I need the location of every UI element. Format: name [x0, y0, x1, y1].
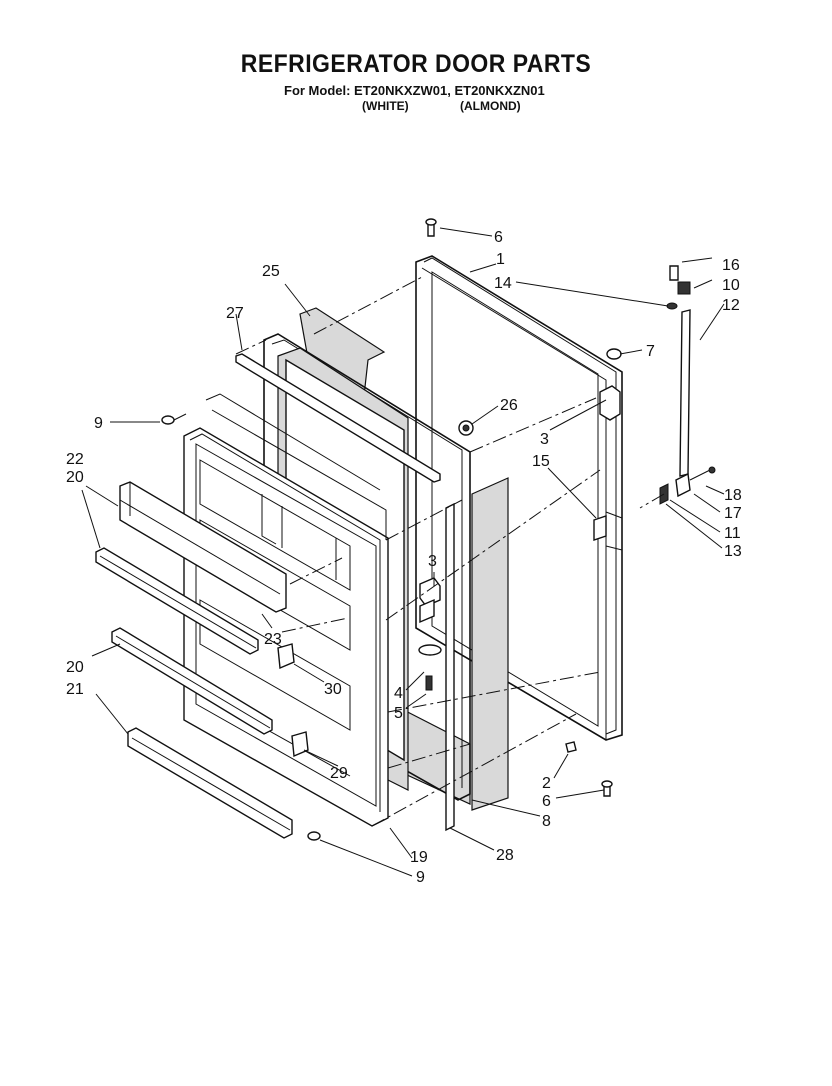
- callout-9-top: 9: [94, 415, 103, 432]
- callout-2: 2: [542, 775, 551, 792]
- callout-19: 19: [410, 849, 428, 866]
- callout-9-bottom: 9: [416, 869, 425, 886]
- trim-strip: [445, 502, 455, 832]
- callout-5: 5: [394, 705, 403, 722]
- callout-29: 29: [330, 765, 348, 782]
- callout-12: 12: [722, 297, 740, 314]
- callout-10: 10: [722, 277, 740, 294]
- callout-22: 22: [66, 451, 84, 468]
- callout-26: 26: [500, 397, 518, 414]
- callout-17: 17: [724, 505, 742, 522]
- callout-18: 18: [724, 487, 742, 504]
- callout-23: 23: [264, 631, 282, 648]
- callout-1: 1: [496, 251, 505, 268]
- callout-14: 14: [494, 275, 512, 292]
- callout-13: 13: [724, 543, 742, 560]
- outer-door-panel: [415, 255, 623, 741]
- callout-30: 30: [324, 681, 342, 698]
- door-liner: [183, 393, 389, 827]
- callout-11: 11: [724, 525, 741, 542]
- assembly-lines: [235, 275, 665, 827]
- callout-6-bottom: 6: [542, 793, 551, 810]
- callout-16: 16: [722, 257, 740, 274]
- callout-28: 28: [496, 847, 514, 864]
- variant-almond-label: (ALMOND): [460, 99, 521, 113]
- header: REFRIGERATOR DOOR PARTS For Model: ET20N…: [0, 0, 832, 130]
- callout-6-top: 6: [494, 229, 503, 246]
- callout-27: 27: [226, 305, 244, 322]
- screws: [161, 218, 613, 841]
- callout-labels: 6 1 14 25 27 9 26 16 10 12 7 3 15 18 17 …: [66, 229, 742, 886]
- callout-4: 4: [394, 685, 403, 702]
- breaker-strip: [235, 353, 441, 483]
- lower-hinge-parts: [418, 577, 442, 691]
- leader-lines: [81, 227, 725, 877]
- model-line: For Model: ET20NKXZW01, ET20NKXZN01: [284, 83, 545, 98]
- callout-15: 15: [532, 453, 550, 470]
- page-title: REFRIGERATOR DOOR PARTS: [240, 50, 592, 78]
- variant-white-label: (WHITE): [362, 99, 409, 113]
- callout-8: 8: [542, 813, 551, 830]
- shelf-retainers: [95, 481, 293, 839]
- callout-7: 7: [646, 343, 655, 360]
- callout-20-bottom: 20: [66, 659, 84, 676]
- callout-21: 21: [66, 681, 84, 698]
- callout-3-mid: 3: [428, 553, 437, 570]
- callout-25: 25: [262, 263, 280, 280]
- grommet-26: [458, 420, 474, 436]
- callout-20-top: 20: [66, 469, 84, 486]
- upper-hinge-hardware: [606, 265, 716, 505]
- callout-3-top: 3: [540, 431, 549, 448]
